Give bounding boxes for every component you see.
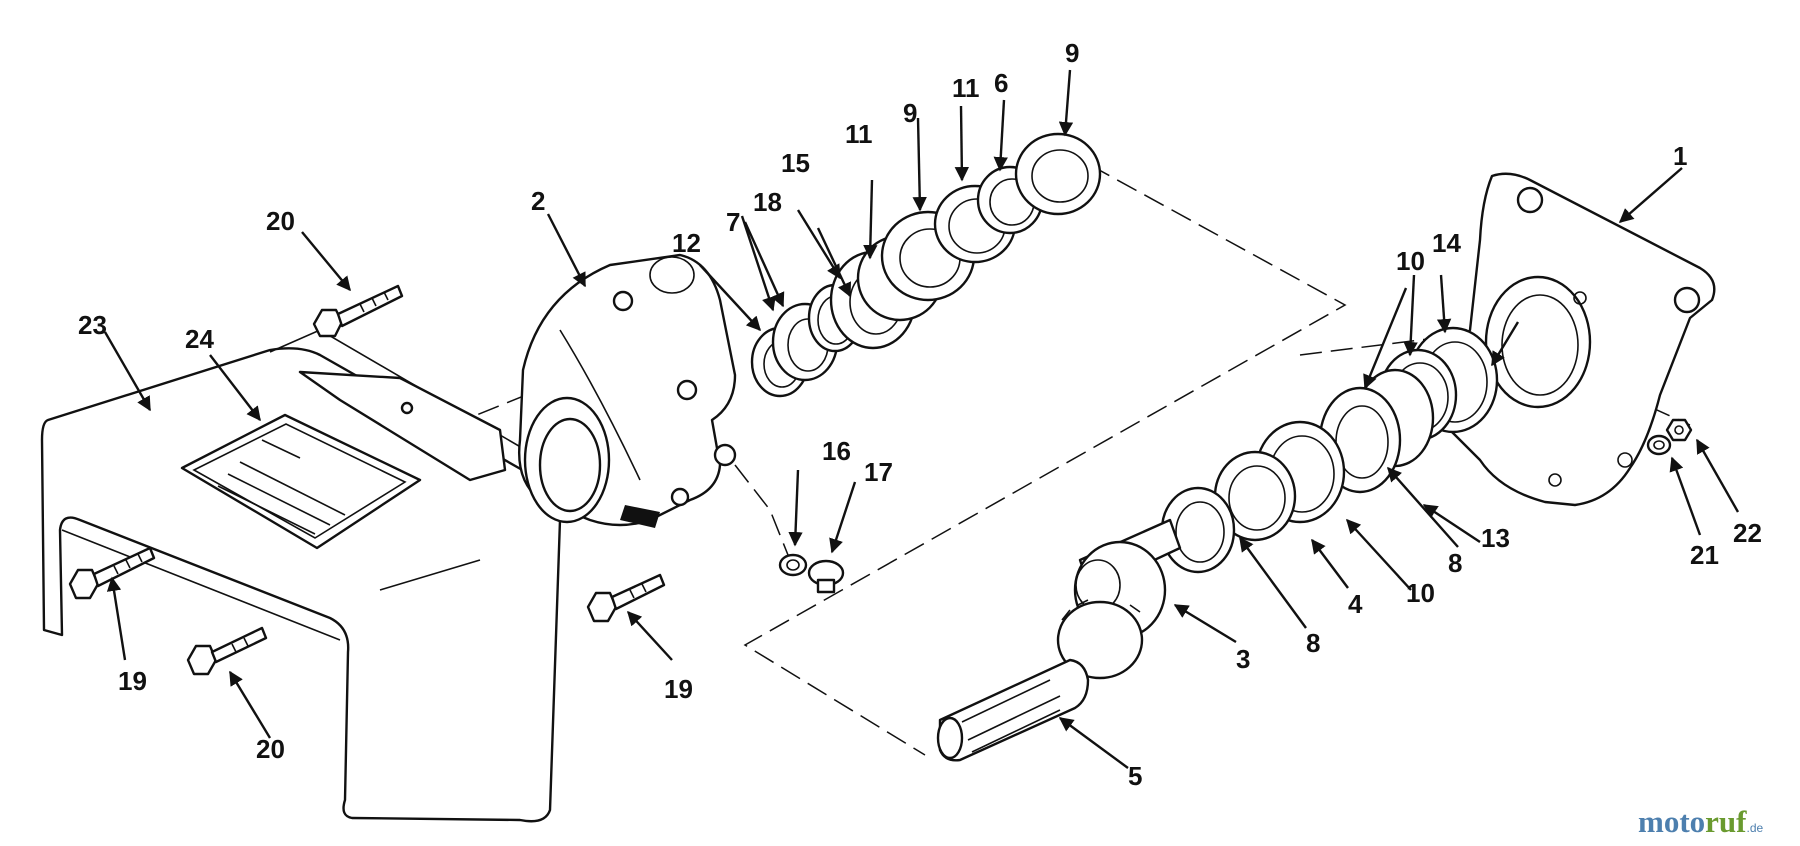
callout-13: 13 <box>1481 523 1510 553</box>
callout-12: 12 <box>672 228 701 258</box>
callout-10a: 10 <box>1396 246 1425 276</box>
callout-19a: 19 <box>118 666 147 696</box>
callout-21: 21 <box>1690 540 1719 570</box>
callout-5: 5 <box>1128 761 1142 791</box>
svg-text:motoruf.de: motoruf.de <box>1638 804 1763 839</box>
callout-15: 15 <box>781 148 810 178</box>
callout-20b: 20 <box>256 734 285 764</box>
bolt-19-left <box>68 546 156 600</box>
washer-21-part <box>1646 434 1672 456</box>
callout-16: 16 <box>822 436 851 466</box>
callout-8b: 8 <box>1448 548 1462 578</box>
callout-20a: 20 <box>266 206 295 236</box>
callout-2: 2 <box>531 186 545 216</box>
callout-3: 3 <box>1236 644 1250 674</box>
callout-6: 6 <box>994 68 1008 98</box>
output-shaft-part <box>936 658 1090 762</box>
callout-19b: 19 <box>664 674 693 704</box>
callout-17: 17 <box>864 457 893 487</box>
callout-8a: 8 <box>1306 628 1320 658</box>
nut-22-part <box>1665 418 1693 442</box>
callout-9b: 9 <box>903 98 917 128</box>
callout-labels: 1 2 3 4 5 6 7 8 8 9 9 10 10 11 11 12 13 … <box>78 38 1762 791</box>
callout-23: 23 <box>78 310 107 340</box>
callout-11a: 11 <box>845 119 873 149</box>
cluster-gear-part <box>1056 518 1182 680</box>
gear-housing-part <box>518 253 737 528</box>
plug-17-part <box>807 559 845 594</box>
watermark: motoruf.de <box>1638 804 1763 839</box>
callout-1: 1 <box>1673 141 1687 171</box>
bolt-19-right <box>586 573 666 623</box>
washer-16-part <box>778 553 808 577</box>
callout-4: 4 <box>1348 589 1363 619</box>
bolt-20-lower <box>186 626 268 676</box>
watermark-part1: moto <box>1638 804 1705 839</box>
mounting-bracket-part <box>298 370 507 482</box>
leader-arrows <box>103 69 1740 769</box>
callout-18: 18 <box>753 187 782 217</box>
callout-10b: 10 <box>1406 578 1435 608</box>
upper-bearing-stack <box>750 132 1102 398</box>
decal-label-part <box>180 413 422 550</box>
callout-7: 7 <box>726 207 740 237</box>
bolt-20-upper <box>312 284 404 338</box>
callout-11b: 11 <box>952 73 980 103</box>
callout-22: 22 <box>1733 518 1762 548</box>
watermark-part2: ruf <box>1705 804 1747 839</box>
callout-9a: 9 <box>1065 38 1079 68</box>
callout-24: 24 <box>185 324 214 354</box>
callout-14: 14 <box>1432 228 1461 258</box>
lower-bearing-stack <box>1160 326 1499 574</box>
watermark-suffix: .de <box>1746 821 1763 835</box>
